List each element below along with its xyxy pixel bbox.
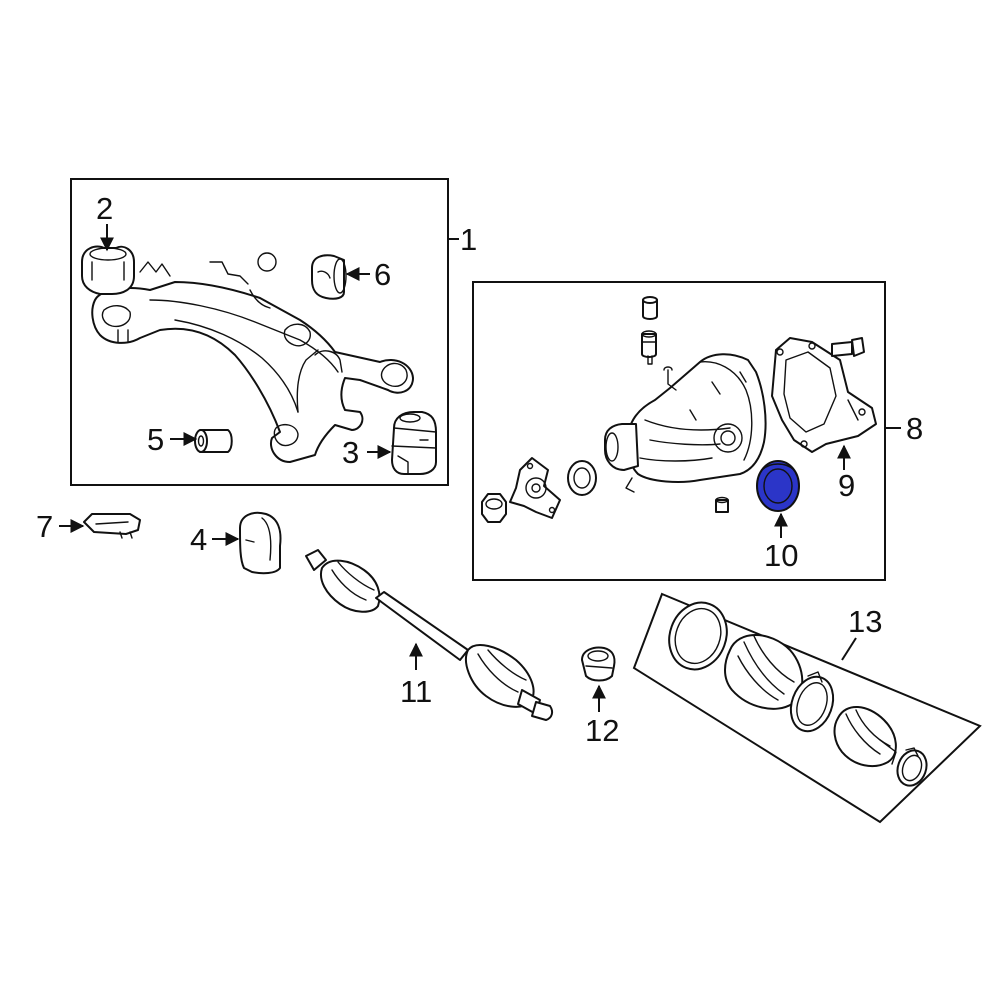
bracket-part-7[interactable] bbox=[83, 513, 141, 539]
differential-group bbox=[472, 281, 901, 581]
boot-kit-group-box bbox=[632, 592, 982, 824]
highlighted-seal[interactable] bbox=[756, 460, 800, 512]
boot-kit-group bbox=[632, 592, 982, 824]
cover-bolt-part[interactable] bbox=[831, 337, 865, 357]
flange-part[interactable] bbox=[509, 457, 561, 519]
axle-seal-part-10[interactable] bbox=[756, 460, 800, 512]
callout-11: 11 bbox=[400, 674, 432, 709]
boot-kit-clamp-small[interactable] bbox=[893, 746, 932, 789]
bushing-part-2[interactable] bbox=[81, 245, 135, 295]
leader-13 bbox=[841, 637, 857, 661]
subframe-group-box bbox=[70, 178, 449, 486]
bushing-part-5[interactable] bbox=[194, 429, 233, 453]
callout-8: 8 bbox=[906, 411, 923, 446]
differential-group-box bbox=[472, 281, 886, 581]
boot-kit-ring[interactable] bbox=[660, 594, 736, 677]
callout-1: 1 bbox=[460, 222, 477, 257]
mount-part-3[interactable] bbox=[391, 411, 437, 475]
cover-gasket-part-9[interactable] bbox=[771, 337, 877, 453]
callout-13: 13 bbox=[848, 604, 882, 639]
boot-kit-inner-boot[interactable] bbox=[833, 706, 897, 768]
callout-4: 4 bbox=[190, 522, 207, 557]
callout-9: 9 bbox=[838, 468, 855, 503]
callout-6: 6 bbox=[374, 257, 391, 292]
pinion-seal-part[interactable] bbox=[567, 460, 597, 496]
leader-arrows bbox=[59, 224, 851, 712]
callout-5: 5 bbox=[147, 422, 164, 457]
differential-housing-part[interactable] bbox=[604, 353, 767, 493]
callout-2: 2 bbox=[96, 191, 113, 226]
callout-3: 3 bbox=[342, 435, 359, 470]
boot-kit-clamp-large[interactable] bbox=[784, 671, 841, 737]
boot-kit-outer-boot[interactable] bbox=[724, 634, 804, 710]
axle-shaft-part-11[interactable] bbox=[305, 549, 554, 721]
callout-12: 12 bbox=[585, 713, 619, 748]
mount-part-4[interactable] bbox=[239, 511, 282, 575]
callout-7: 7 bbox=[36, 509, 53, 544]
breather-part[interactable] bbox=[641, 296, 658, 365]
subframe-part[interactable] bbox=[91, 252, 414, 463]
bushing-part-6[interactable] bbox=[311, 254, 347, 300]
flange-nut-part[interactable] bbox=[481, 493, 507, 523]
axle-nut-part-12[interactable] bbox=[581, 646, 616, 682]
callout-10: 10 bbox=[764, 538, 798, 573]
subframe-group bbox=[70, 178, 459, 486]
callout-labels: 1 2 3 4 5 6 7 8 9 10 11 12 13 bbox=[36, 191, 923, 748]
drain-plug-part[interactable] bbox=[715, 496, 729, 513]
